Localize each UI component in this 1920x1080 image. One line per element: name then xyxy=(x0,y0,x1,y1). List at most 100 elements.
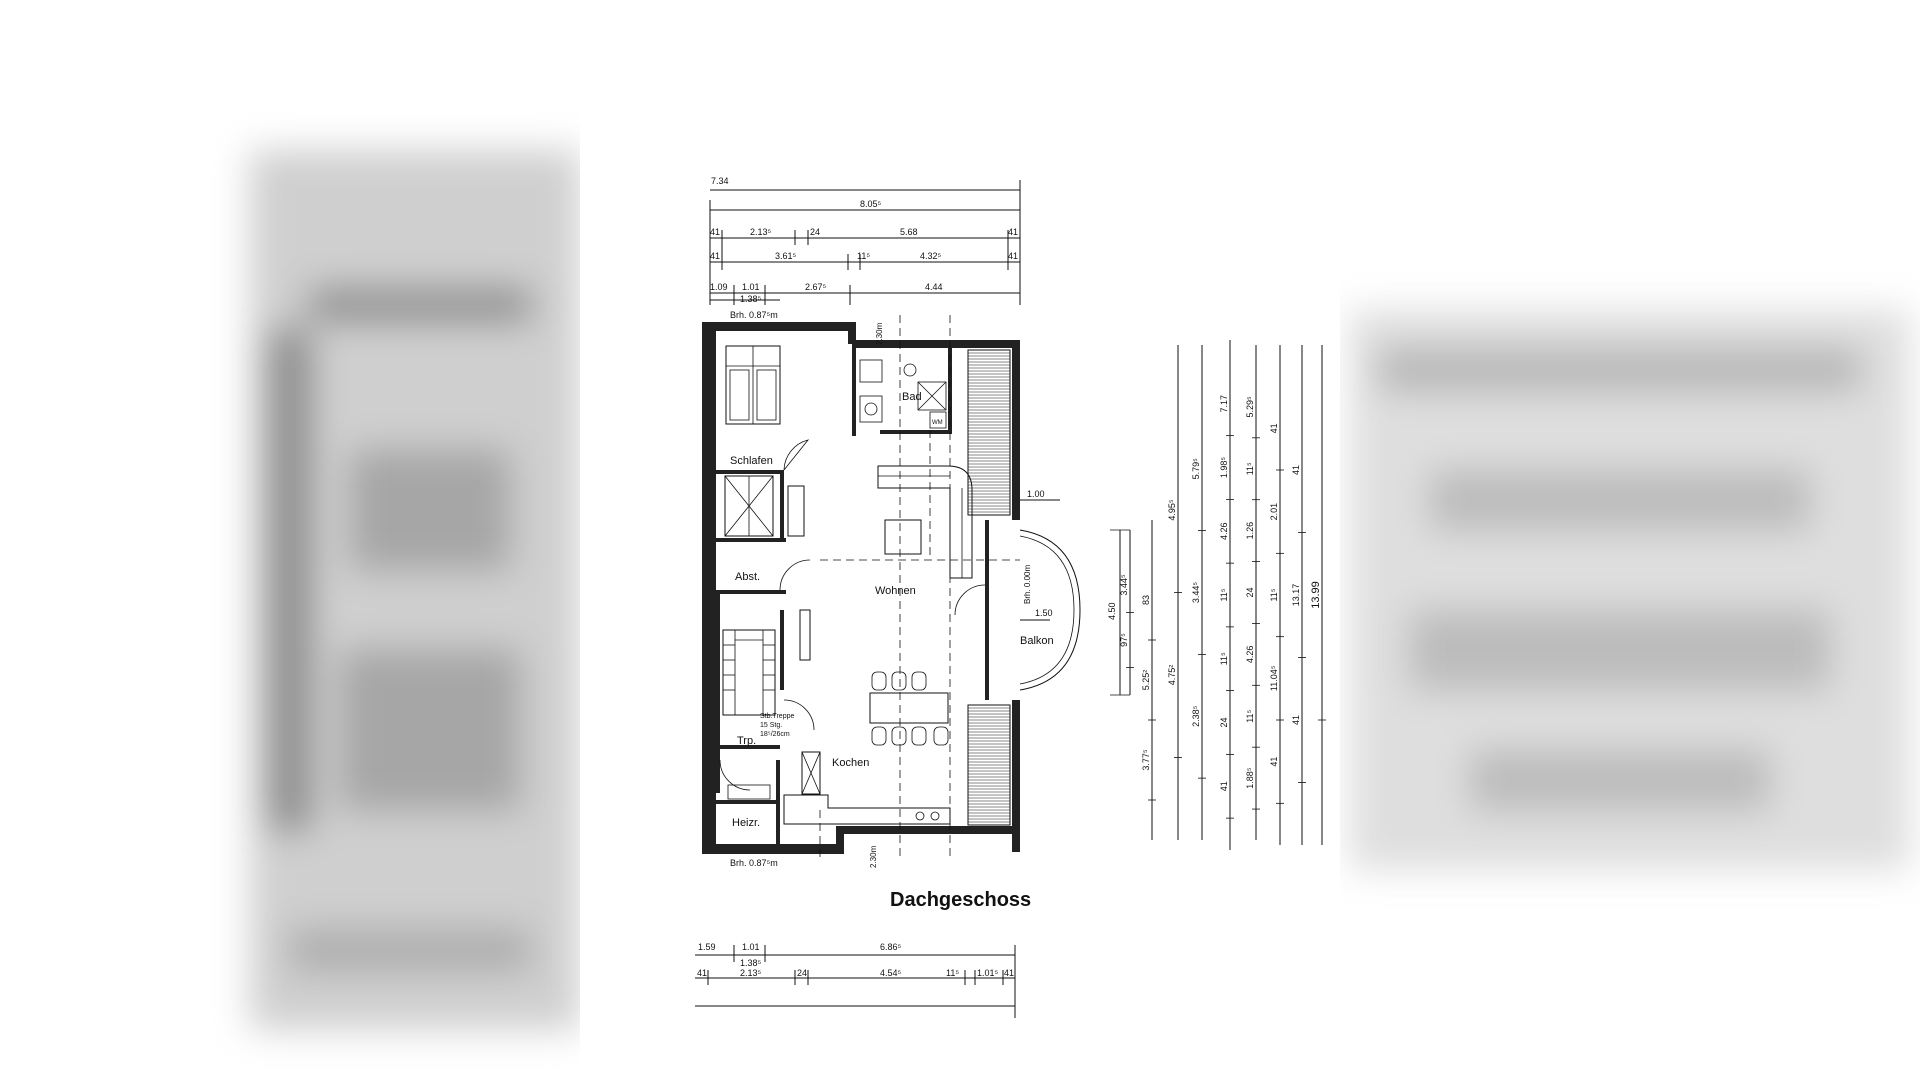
dim-top-row4-0: 1.09 xyxy=(710,282,728,292)
floor-plan-drawing: 7.34 8.05⁵ 41 2.13⁵ 24 5.68 41 41 3.61⁵ … xyxy=(695,176,1326,1018)
dim-c3-0: 4.95⁵ xyxy=(1167,499,1177,521)
stair-note-2: 15 Stg. xyxy=(760,722,782,729)
dim-c6-3: 24 xyxy=(1245,587,1255,597)
right-dimension-chains: 3.44⁵ 97⁵ 83 5.25² 3.77⁵ 4.95⁵ 4.75² 5.79⁵ 3.44⁵… xyxy=(1119,340,1326,850)
dim-top-row0-0: 7.34 xyxy=(711,176,729,186)
dim-c6-1: 11⁵ xyxy=(1245,462,1255,475)
dim-c9-0: 13.99 xyxy=(1310,581,1322,609)
room-label-wohnen: Wohnen xyxy=(875,585,916,597)
blurred-floorplan-left xyxy=(250,150,580,1030)
dim-bottom-row3-2: 24 xyxy=(797,968,807,978)
dim-top-row3-0: 41 xyxy=(710,251,720,261)
plan-walls xyxy=(702,322,1020,854)
dim-bottom-row3-5: 1.01⁵ xyxy=(977,968,999,978)
dim-c7-3: 11.04⁵ xyxy=(1269,665,1279,691)
room-label-schlafen: Schlafen xyxy=(730,455,773,467)
sofa-icon xyxy=(877,465,973,579)
dim-top-row3-2: 11⁵ xyxy=(857,251,870,261)
roof-hatching xyxy=(967,349,1011,826)
dim-c6-2: 1.26 xyxy=(1245,522,1255,540)
room-label-trp: Trp. xyxy=(737,735,756,747)
dim-top-row1-0: 8.05⁵ xyxy=(860,199,882,209)
dim-c2-1: 5.25² xyxy=(1141,670,1151,691)
kitchen-counter-icon xyxy=(783,609,951,825)
dim-c4-1: 3.44⁵ xyxy=(1191,582,1201,604)
dim-c7-0: 41 xyxy=(1269,423,1279,433)
dim-c6-5: 11⁵ xyxy=(1245,709,1255,722)
dim-top-row2-1: 2.13⁵ xyxy=(750,227,772,237)
dim-top-row4-3: 4.44 xyxy=(925,282,943,292)
room-label-bad: Bad xyxy=(902,391,922,403)
dim-c2-2: 3.77⁵ xyxy=(1141,749,1151,771)
dim-top-row4-2: 2.67⁵ xyxy=(805,282,827,292)
dashed-axes xyxy=(819,315,1020,860)
dim-top-row2-2: 24 xyxy=(810,227,820,237)
dim-bottom-row3-3: 4.54⁵ xyxy=(880,968,902,978)
balcony-dim-1: 1.50 xyxy=(1035,608,1053,618)
note-brh-top: Brh. 0.87⁵m xyxy=(730,310,778,320)
room-label-balkon: Balkon xyxy=(1020,635,1054,647)
dim-c7-1: 2.01 xyxy=(1269,503,1279,521)
dim-top-row2-3: 5.68 xyxy=(900,227,918,237)
dim-c5-4: 11⁵ xyxy=(1219,652,1229,665)
heater-icon xyxy=(727,784,771,800)
dim-top-row3-4: 41 xyxy=(1008,251,1018,261)
room-label-heizr: Heizr. xyxy=(732,817,760,829)
room-label-kochen: Kochen xyxy=(832,757,869,769)
note-height-bottom: 2.30m xyxy=(869,845,878,868)
dim-c8-0: 41 xyxy=(1291,465,1301,475)
dim-c7-4: 41 xyxy=(1269,757,1279,767)
dim-bottom-row3-0: 41 xyxy=(697,968,707,978)
bathroom-fixtures: WM xyxy=(859,359,947,429)
dim-c3-1: 4.75² xyxy=(1167,665,1177,686)
dim-c7-2: 11⁵ xyxy=(1269,588,1279,601)
dim-bottom-row2-0: 1.38⁵ xyxy=(740,958,762,968)
dim-c6-6: 1.88⁵ xyxy=(1245,767,1255,789)
label-wm: WM xyxy=(932,420,943,426)
dim-c5-6: 41 xyxy=(1219,781,1229,791)
dim-c8-1: 13.17 xyxy=(1291,584,1301,607)
dim-top-row2-0: 41 xyxy=(710,227,720,237)
dim-bottom-row1-2: 6.86⁵ xyxy=(880,942,902,952)
note-brh-balcony: Brh. 0.00m xyxy=(1023,565,1032,604)
bottom-dimension-chains: 1.59 1.01 6.86⁵ 1.38⁵ 41 2.13⁵ 24 4.54⁵ … xyxy=(695,942,1016,1018)
blurred-floorplan-right xyxy=(1350,310,1910,870)
dim-c5-2: 4.26 xyxy=(1219,522,1229,540)
stair-icon xyxy=(722,629,776,716)
dim-c4-0: 5.79⁵ xyxy=(1191,458,1201,480)
dim-c1-0: 3.44⁵ xyxy=(1119,574,1129,596)
dim-bottom-row3-6: 41 xyxy=(1004,968,1014,978)
dim-c6-0: 5.29⁵ xyxy=(1245,396,1255,418)
dim-c5-1: 1.98⁵ xyxy=(1219,457,1229,479)
balcony-dim-0: 1.00 xyxy=(1027,489,1045,499)
dim-c5-0: 7.17 xyxy=(1219,395,1229,413)
dim-c4-2: 2.38⁵ xyxy=(1191,705,1201,727)
wardrobe-icons xyxy=(724,475,805,537)
balcony-dim-2: 4.50 xyxy=(1107,602,1117,620)
bed-icon xyxy=(725,345,781,425)
dim-bottom-row3-4: 11⁵ xyxy=(946,968,959,978)
dim-c8-2: 41 xyxy=(1291,715,1301,725)
plan-title: Dachgeschoss xyxy=(890,889,1031,911)
top-dimension-chains: 7.34 8.05⁵ 41 2.13⁵ 24 5.68 41 41 3.61⁵ … xyxy=(709,176,1021,305)
door-swings xyxy=(719,439,986,791)
stair-note-1: Stb.Treppe xyxy=(760,713,794,720)
dim-top-row3-3: 4.32⁵ xyxy=(920,251,942,261)
dim-bottom-row3-1: 2.13⁵ xyxy=(740,968,762,978)
dim-top-row2-4: 41 xyxy=(1008,227,1018,237)
note-height-top: 2.30m xyxy=(875,322,884,345)
note-brh-bottom: Brh. 0.87⁵m xyxy=(730,858,778,868)
dim-top-row3-1: 3.61⁵ xyxy=(775,251,797,261)
dining-table-icon xyxy=(869,671,949,746)
dim-bottom-row1-1: 1.01 xyxy=(742,942,760,952)
dim-c6-4: 4.26 xyxy=(1245,646,1255,664)
dim-top-row4-1: 1.01 xyxy=(742,282,760,292)
dim-bottom-row1-0: 1.59 xyxy=(698,942,716,952)
dim-c1-1: 97⁵ xyxy=(1119,633,1129,647)
dim-c5-3: 11⁵ xyxy=(1219,588,1229,601)
dim-c5-5: 24 xyxy=(1219,717,1229,727)
dim-c2-0: 83 xyxy=(1141,595,1151,605)
stair-note-3: 18⁵/26cm xyxy=(760,731,790,738)
dim-top-row5-0: 1.38⁵ xyxy=(740,294,762,304)
balcony xyxy=(1019,499,1130,696)
